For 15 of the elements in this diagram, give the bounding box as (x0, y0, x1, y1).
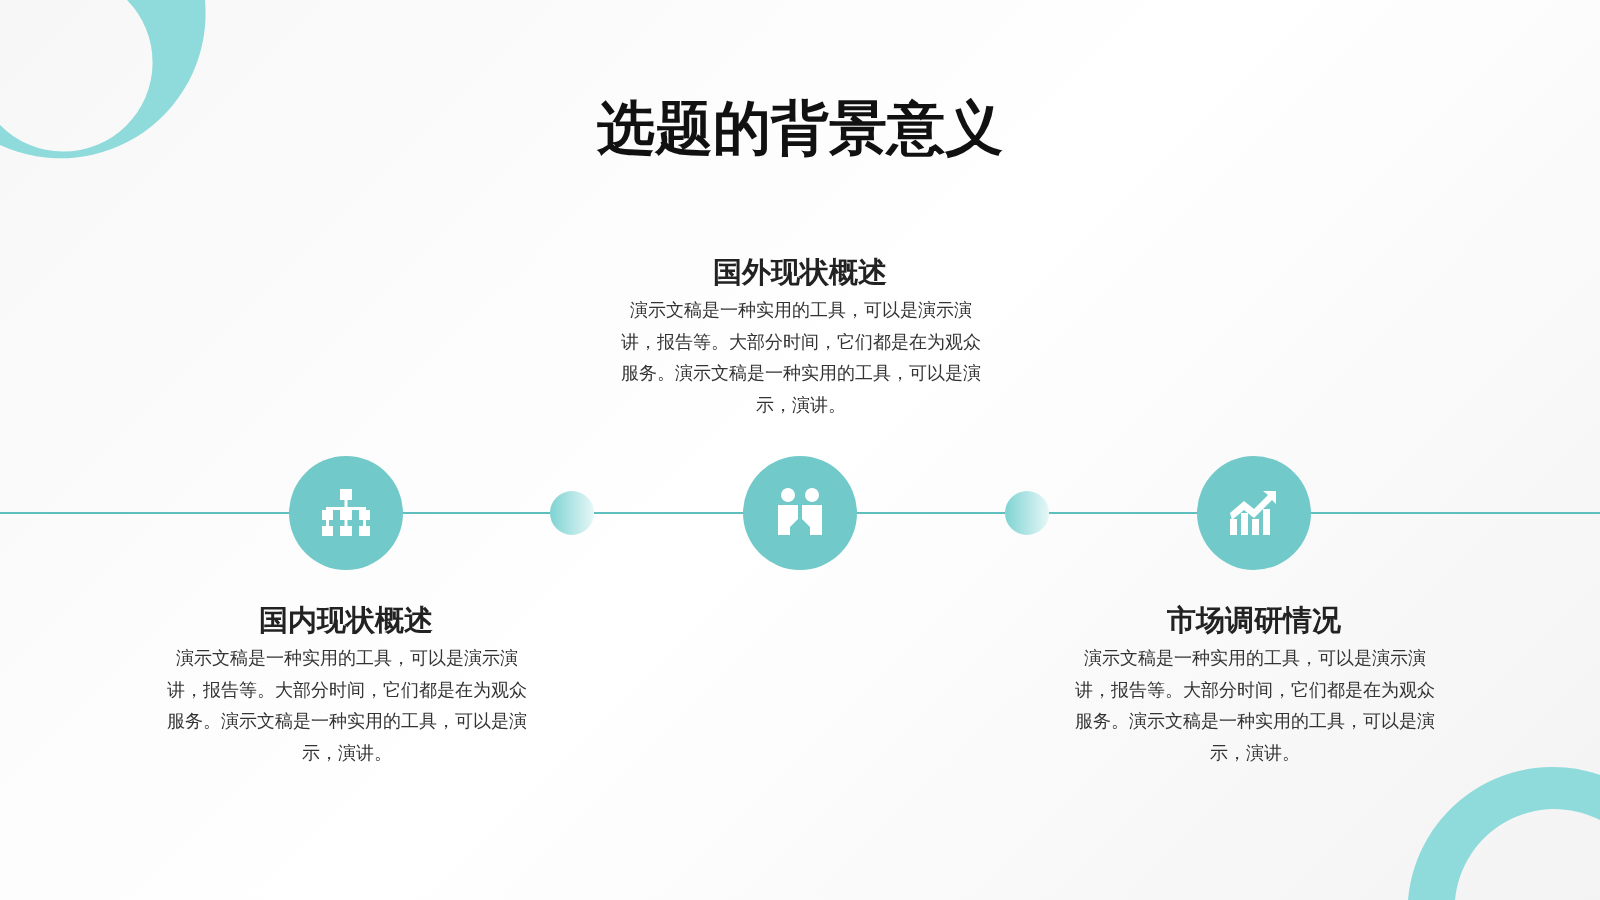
description-text: 演示文稿是一种实用的工具，可以是演示演讲，报告等。大部分时间，它们都是在为观众服务。演示文稿是一种实用的工具，可以是演示，演讲。 (1074, 646, 1436, 765)
timeline-line (0, 512, 290, 514)
timeline-line (402, 512, 551, 514)
timeline-line (1048, 512, 1198, 514)
timeline-line (593, 512, 744, 514)
title: 选题的背景意义 (596, 93, 1004, 164)
description-text: 演示文稿是一种实用的工具，可以是演示演讲，报告等。大部分时间，它们都是在为观众服务。演示文稿是一种实用的工具，可以是演示，演讲。 (620, 298, 982, 417)
description-text: 演示文稿是一种实用的工具，可以是演示演讲，报告等。大部分时间，它们都是在为观众服务。演示文稿是一种实用的工具，可以是演示，演讲。 (166, 646, 528, 765)
timeline-line (1310, 512, 1600, 514)
timeline-dot (1005, 491, 1049, 535)
section-heading: 市场调研情况 (1166, 602, 1342, 639)
section-heading: 国内现状概述 (258, 602, 434, 639)
timeline-dot (550, 491, 594, 535)
timeline-line (856, 512, 1006, 514)
section-heading: 国外现状概述 (712, 254, 888, 291)
